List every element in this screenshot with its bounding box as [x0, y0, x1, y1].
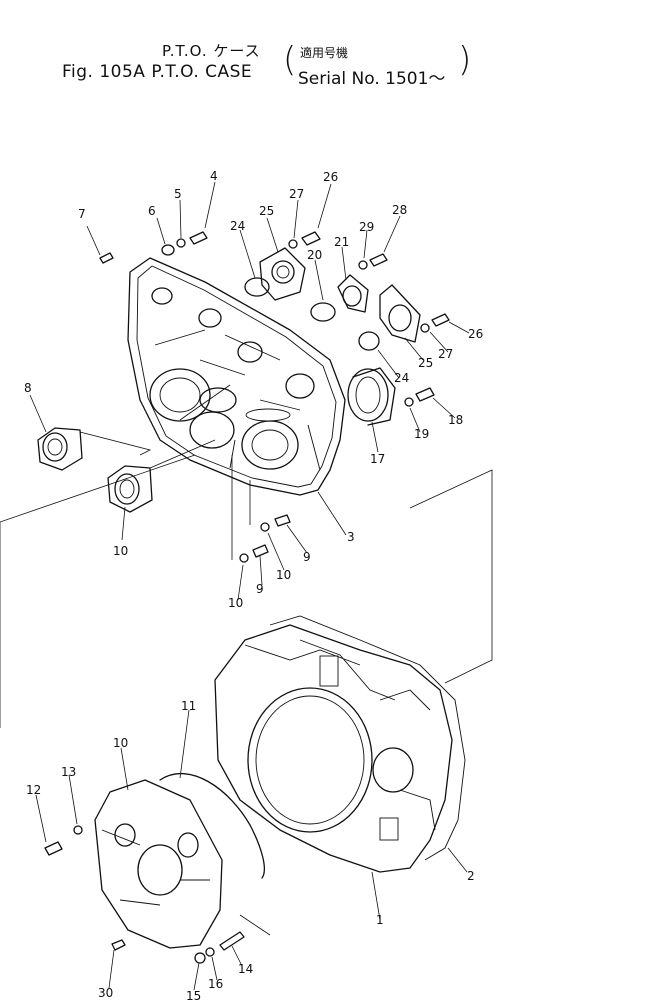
- callout-30: 30: [98, 986, 113, 1000]
- bolt-part-26-upper: [301, 231, 321, 246]
- bearing-cover-part-25-upper: [259, 247, 306, 301]
- leader-lines: [0, 181, 493, 991]
- callout-22: 20: [307, 248, 322, 262]
- callout-9-a: 9: [303, 550, 311, 564]
- callout-labels: 7 6 5 4 24 25 27 26 20 21 29 28 26 27 25…: [24, 169, 483, 1000]
- washer-part-15: [73, 825, 83, 835]
- open-paren: (: [283, 40, 297, 80]
- callout-2: 2: [467, 869, 475, 883]
- stud-part-16: [219, 931, 245, 951]
- callout-9-b: 9: [256, 582, 264, 596]
- callout-25-upper: 25: [259, 204, 274, 218]
- callout-1: 1: [376, 913, 384, 927]
- cover-part-11: [107, 465, 153, 513]
- callout-15: 13: [61, 765, 76, 779]
- callout-24-upper: 24: [230, 219, 245, 233]
- callout-18: 16: [208, 977, 223, 991]
- callout-11: 10: [113, 544, 128, 558]
- bolt-part-20: [415, 387, 435, 402]
- figure-title: Fig. 105A P.T.O. CASE: [62, 62, 252, 82]
- bolt-part-9-a: [274, 514, 291, 527]
- o-ring-part-24-upper: [244, 277, 270, 297]
- callout-4: 4: [210, 169, 218, 183]
- callout-8: 8: [24, 381, 32, 395]
- callout-28: 28: [392, 203, 407, 217]
- cover-part-12: [94, 779, 223, 949]
- callout-19: 17: [370, 452, 385, 466]
- callout-25-lower: 25: [418, 356, 433, 370]
- title-japanese: P.T.O. ケース: [162, 40, 261, 61]
- washer-part-10-b: [239, 553, 249, 563]
- washer-part-27-lower: [420, 323, 430, 333]
- callout-16: 14: [238, 962, 253, 976]
- washer-part-18: [205, 947, 215, 957]
- callout-12: 10: [113, 736, 128, 750]
- bolt-part-14: [44, 841, 63, 856]
- callout-13: 11: [181, 699, 196, 713]
- callout-27-lower: 27: [438, 347, 453, 361]
- bolt-part-9-b: [252, 544, 269, 558]
- main-case-part-1: [214, 624, 453, 873]
- callout-26-lower: 26: [468, 327, 483, 341]
- callout-17: 15: [186, 989, 201, 1000]
- washer-part-21: [404, 397, 414, 407]
- callout-24-lower: 24: [394, 371, 409, 385]
- housing-part-19: [347, 367, 396, 426]
- pin-part-30: [111, 939, 126, 951]
- pin-part-7: [99, 252, 114, 264]
- callout-10-b: 10: [228, 596, 243, 610]
- bearing-cover-part-25-lower: [379, 284, 421, 343]
- callout-29: 29: [359, 220, 374, 234]
- callout-26-upper: 26: [323, 170, 338, 184]
- callout-23: 21: [334, 235, 349, 249]
- o-ring-part-13: [159, 773, 265, 879]
- gasket-part-2: [269, 615, 466, 861]
- bearing-cover-part-23: [337, 274, 369, 313]
- figure-title-text: Fig. 105A P.T.O. CASE: [62, 62, 253, 82]
- cover-part-8: [37, 427, 83, 471]
- bolt-part-28: [369, 253, 388, 267]
- o-ring-part-22: [310, 302, 336, 322]
- callout-14: 12: [26, 783, 41, 797]
- serial-jp-label: 適用号機: [300, 46, 349, 60]
- callout-27-upper: 27: [289, 187, 304, 201]
- callout-3: 3: [347, 530, 355, 544]
- washer-part-29: [358, 260, 368, 270]
- callout-5: 5: [174, 187, 182, 201]
- case-cover-part-3: [127, 257, 346, 496]
- washer-part-10-a: [260, 522, 270, 532]
- callout-7: 7: [78, 207, 86, 221]
- bolt-washer-group-4-5-6: [161, 231, 208, 256]
- title-jp-part: P.T.O. ケース: [162, 42, 261, 60]
- callout-20: 18: [448, 413, 463, 427]
- close-paren: ): [458, 40, 472, 80]
- serial-number: Serial No. 1501～: [298, 69, 446, 89]
- bolt-part-26-lower: [431, 313, 450, 327]
- washer-part-27-upper: [288, 239, 298, 249]
- nut-part-17: [194, 952, 206, 964]
- callout-10-a: 10: [276, 568, 291, 582]
- o-ring-part-24-lower: [358, 331, 380, 351]
- callout-21: 19: [414, 427, 429, 441]
- callout-6: 6: [148, 204, 156, 218]
